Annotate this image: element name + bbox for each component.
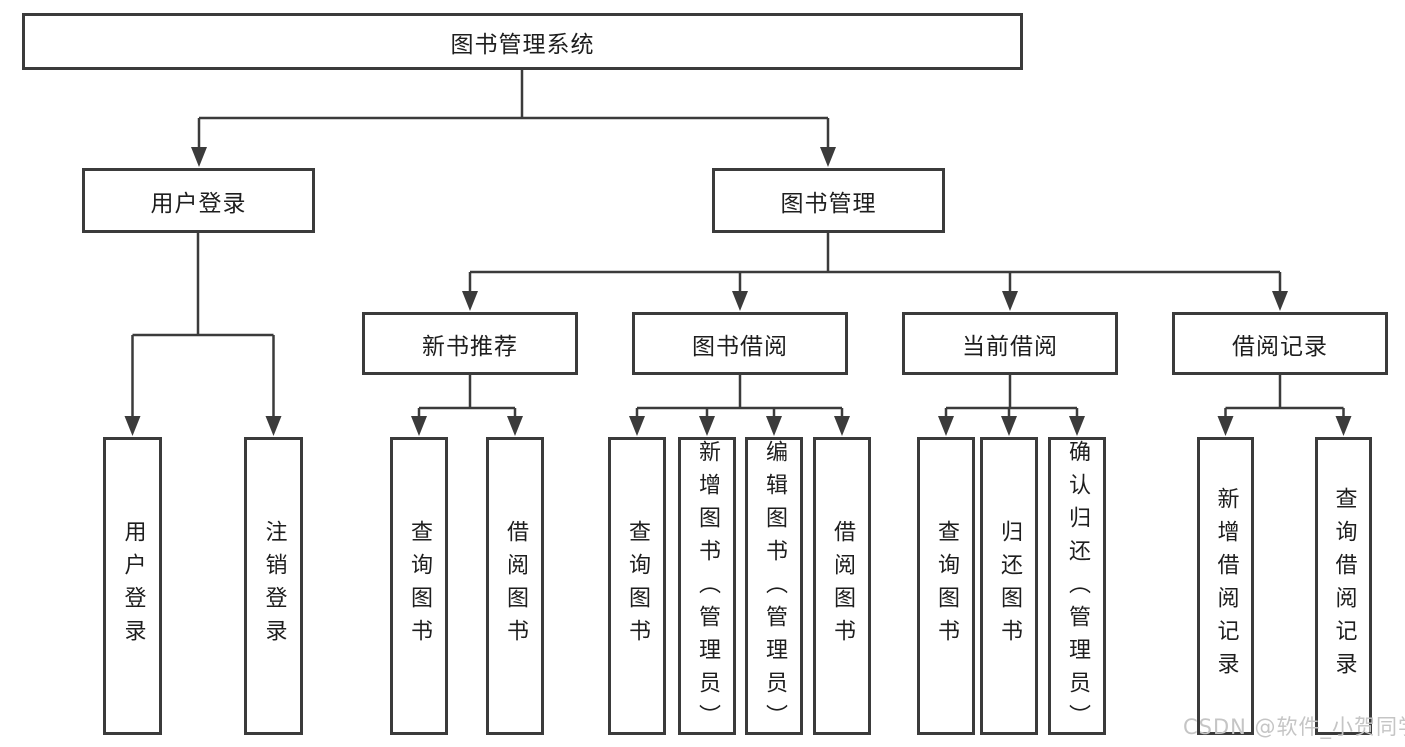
leaf-query-books-borrow: 查询图书 (608, 437, 666, 735)
node-label: 归还图书 (997, 520, 1022, 652)
leaf-confirm-return-admin: 确认归还（管理员） (1048, 437, 1106, 737)
leaf-borrow-books: 借阅图书 (813, 437, 871, 735)
node-label: 图书管理 (780, 190, 877, 217)
node-label: 新增借阅记录 (1213, 487, 1239, 685)
csdn-watermark: CSDN @软件_小贺同学 (1183, 715, 1405, 739)
leaf-query-borrow-record: 查询借阅记录 (1315, 437, 1372, 735)
node-current-borrow: 当前借阅 (902, 312, 1118, 375)
node-user-login: 用户登录 (82, 168, 315, 233)
node-root-library-system: 图书管理系统 (22, 13, 1023, 70)
leaf-user-login: 用户登录 (103, 437, 162, 735)
connector-current-to-leaves (938, 375, 1085, 436)
node-label: 新增图书（管理员） (695, 440, 720, 737)
node-book-management: 图书管理 (712, 168, 945, 233)
leaf-add-books-admin: 新增图书（管理员） (678, 437, 736, 737)
leaf-query-books-recommend: 查询图书 (390, 437, 448, 735)
node-label: 查询图书 (625, 520, 650, 652)
connector-borrow-to-leaves (629, 375, 850, 436)
node-label: 图书借阅 (692, 333, 788, 360)
node-label: 查询图书 (407, 520, 432, 652)
node-label: 借阅图书 (503, 520, 528, 652)
leaf-return-books: 归还图书 (980, 437, 1038, 735)
node-label: 新书推荐 (422, 333, 518, 360)
node-new-book-recommend: 新书推荐 (362, 312, 578, 375)
node-label: 当前借阅 (962, 333, 1058, 360)
connector-bookmgmt-to-level3 (462, 233, 1288, 311)
leaf-add-borrow-record: 新增借阅记录 (1197, 437, 1254, 735)
node-label: 用户登录 (150, 190, 247, 217)
node-label: 查询图书 (934, 520, 959, 652)
node-label: 借阅图书 (830, 520, 855, 652)
leaf-borrow-books-recommend: 借阅图书 (486, 437, 544, 735)
node-label: 查询借阅记录 (1331, 487, 1357, 685)
node-label: 用户登录 (120, 520, 146, 652)
node-label: 借阅记录 (1232, 333, 1328, 360)
leaf-edit-books-admin: 编辑图书（管理员） (745, 437, 803, 737)
connector-login-to-leaves (124, 233, 282, 436)
connector-newbooks-to-leaves (411, 375, 523, 436)
node-borrow-records: 借阅记录 (1172, 312, 1388, 375)
leaf-logout: 注销登录 (244, 437, 303, 735)
node-label: 确认归还（管理员） (1065, 440, 1090, 737)
connector-root-to-level2 (191, 70, 836, 167)
node-label: 编辑图书（管理员） (762, 440, 787, 737)
node-book-borrow: 图书借阅 (632, 312, 848, 375)
node-label: 注销登录 (261, 520, 287, 652)
connector-records-to-leaves (1217, 375, 1352, 436)
node-label: 图书管理系统 (450, 31, 595, 58)
leaf-query-books-current: 查询图书 (917, 437, 975, 735)
